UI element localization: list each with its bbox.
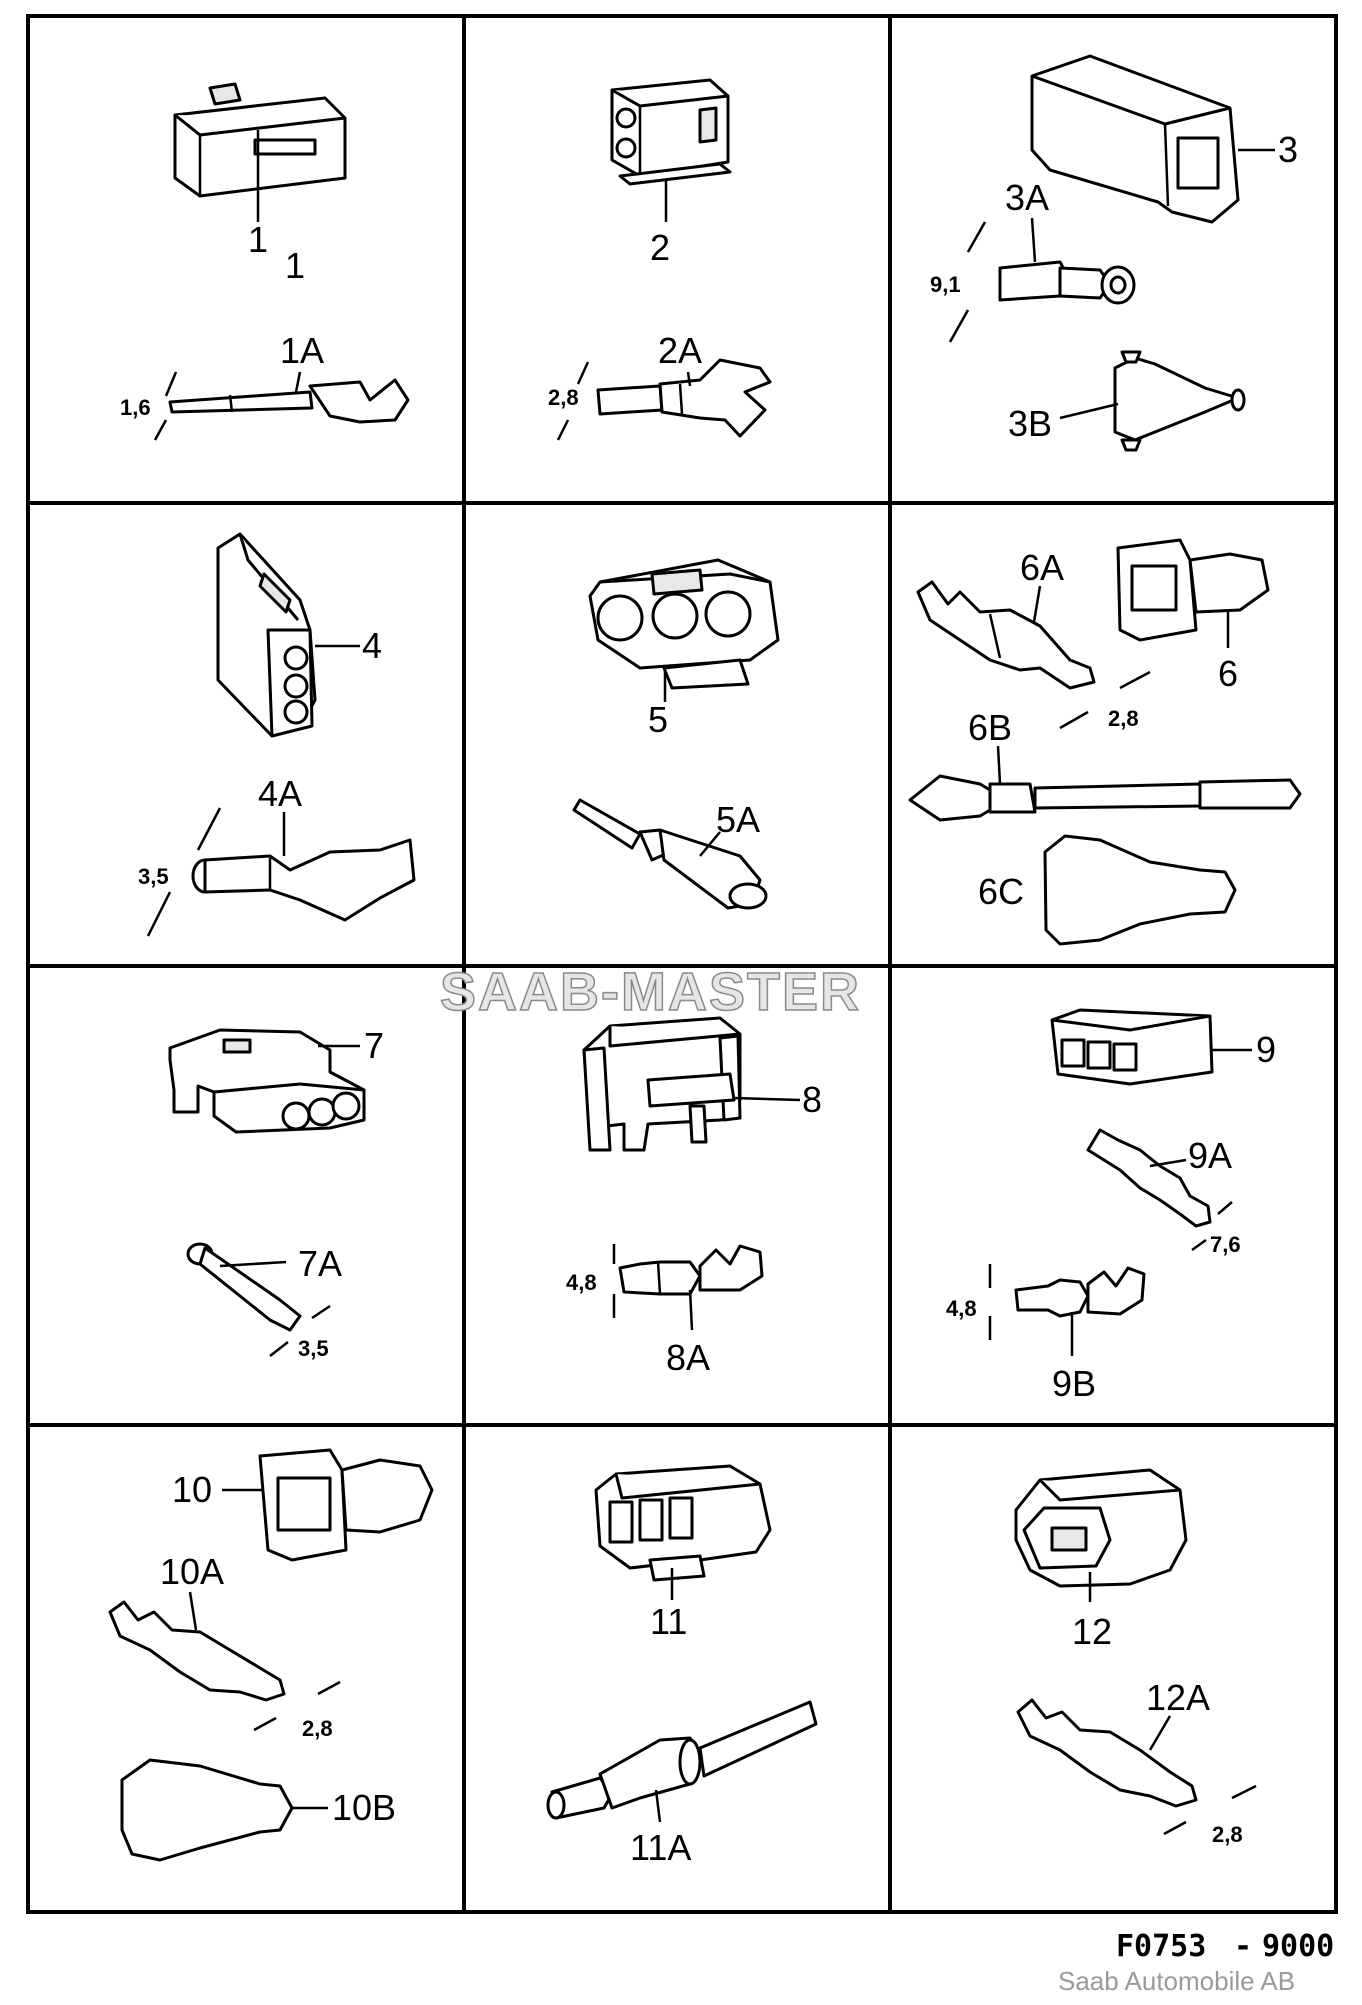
label-9a: 9A [1188,1135,1232,1176]
label-1: 1 [285,245,305,286]
label-3a: 3A [1005,177,1049,218]
label-6c: 6C [978,871,1024,912]
cell-4: 4 4A 3,5 [138,532,416,937]
cell-3: 3 3A 9,1 3B [930,54,1298,452]
label-4: 4 [362,625,382,666]
connector-10-housing [258,1448,434,1562]
footer: F0753 - 9000 Saab Automobile AB [1058,1929,1334,1996]
dim-4a: 3,5 [138,864,169,889]
dim-10a: 2,8 [302,1716,333,1741]
connector-9-housing [1050,1008,1214,1086]
label-2a: 2A [658,330,702,371]
dim-9b: 4,8 [946,1296,977,1321]
code-separator: - [1234,1929,1252,1964]
dim-1a: 1,6 [120,395,151,420]
terminal-9b [1014,1266,1146,1318]
terminal-8a [618,1244,764,1296]
label-8: 8 [802,1079,822,1120]
label-10a: 10A [160,1551,224,1592]
cable-6b [908,774,1302,822]
cell-5: 5 5A [572,558,780,910]
label-4a: 4A [258,773,302,814]
label-10: 10 [172,1469,212,1510]
boot-10b [120,1758,294,1862]
cell-6: 6A 2,8 6 6B 6C [908,538,1302,946]
connector-2-housing [610,78,732,186]
label-3: 3 [1278,129,1298,170]
terminal-6a [916,580,1096,690]
label-3b: 3B [1008,403,1052,444]
terminal-4a [191,838,416,922]
terminal-3a [998,260,1136,305]
cell-12: 12 12A 2,8 [1014,1468,1257,1847]
grid-frame [26,14,1338,1914]
terminal-5a [572,798,768,910]
connector-5-housing [588,558,780,690]
connector-12-housing [1014,1468,1188,1588]
dim-2a: 2,8 [548,385,579,410]
label-11: 11 [650,1601,687,1642]
cell-2: 2 2A 2,8 [548,78,772,441]
terminal-11a [546,1700,818,1820]
connector-1-housing [173,82,347,198]
cell-8: 8 8A 4,8 [566,1016,822,1378]
dim-12a: 2,8 [1212,1822,1243,1847]
cell-7: 7 7A 3,5 [168,1025,384,1361]
terminal-1a [168,378,410,424]
label-6b: 6B [968,707,1012,748]
terminal-12a [1016,1698,1198,1808]
label-1-pointer: 1 [248,219,268,260]
label-1a: 1A [280,330,324,371]
terminal-2a [596,358,772,438]
dim-8a: 4,8 [566,1270,597,1295]
label-5: 5 [648,699,668,740]
connector-6-housing [1116,538,1270,642]
label-9: 9 [1256,1029,1276,1070]
label-12: 12 [1072,1611,1112,1652]
seal-3b [1113,350,1246,452]
label-2: 2 [650,227,670,268]
cell-10: 10 10A 2,8 10B [108,1448,434,1862]
label-11a: 11A [630,1827,691,1868]
dim-arrow [164,371,178,397]
cell-11: 11 11A [546,1464,818,1868]
dim-arrow [153,419,168,441]
label-5a: 5A [716,799,760,840]
dim-3a: 9,1 [930,272,961,297]
cell-9: 9 9A 7,6 9B 4,8 [946,1008,1276,1404]
label-6: 6 [1218,653,1238,694]
terminal-10a [108,1600,286,1702]
watermark: SAAB-MASTER [440,962,861,1022]
cell-1: 1 1 1A 1,6 [120,82,410,441]
dim-9a: 7,6 [1210,1232,1241,1257]
label-6a: 6A [1020,547,1064,588]
label-7a: 7A [298,1243,342,1284]
terminal-7a [186,1242,302,1332]
label-12a: 12A [1146,1677,1210,1718]
model-number: 9000 [1262,1929,1334,1964]
label-9b: 9B [1052,1363,1096,1404]
dim-6a: 2,8 [1108,706,1139,731]
boot-6c [1043,834,1237,946]
connector-3-housing [1030,54,1275,224]
terminal-9a [1086,1128,1212,1228]
copyright: Saab Automobile AB [1058,1966,1295,1996]
label-10b: 10B [332,1787,396,1828]
connector-4-housing [216,532,317,738]
label-7: 7 [364,1025,384,1066]
connector-8-housing [582,1016,742,1152]
drawing-code: F0753 [1116,1929,1206,1964]
label-8a: 8A [666,1337,710,1378]
connector-7-housing [168,1028,366,1134]
dim-7a: 3,5 [298,1336,329,1361]
connector-11-housing [594,1464,772,1582]
